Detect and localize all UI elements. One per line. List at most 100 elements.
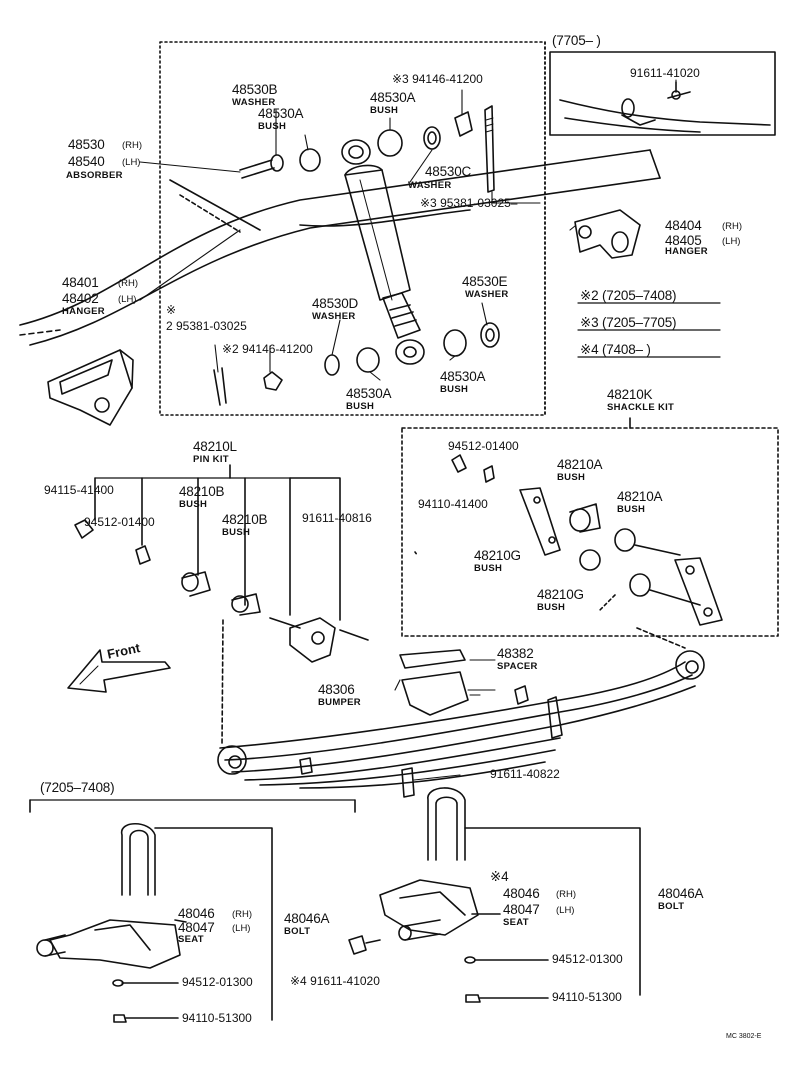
leaf-spring <box>217 649 705 798</box>
part-48530a-3-name: BUSH <box>346 401 375 412</box>
frame-rail <box>19 149 661 346</box>
part-48210a-1: 48210A <box>557 457 603 472</box>
part-48047-side: (LH) <box>232 923 251 934</box>
part-48530d-name: WASHER <box>312 311 356 322</box>
part-48210g-1-name: BUSH <box>474 563 503 574</box>
part-95381-03025-top: ※3 95381-03025– <box>420 196 518 210</box>
part-91611-41020-bottom: ※4 91611-41020 <box>290 974 380 988</box>
legend-rules <box>577 302 721 358</box>
part-48404: 48404 <box>665 218 702 233</box>
part-48540-side: (LH) <box>122 157 141 168</box>
part-48530e-name: WASHER <box>465 289 509 300</box>
part-48401: 48401 <box>62 275 99 290</box>
part-48530-side: (RH) <box>122 140 143 151</box>
part-48306: 48306 <box>318 682 355 697</box>
legend-note-4: ※4 (7408– ) <box>580 342 651 357</box>
part-48210g-2: 48210G <box>537 587 584 602</box>
part-91611-41020-top: 91611-41020 <box>630 66 700 80</box>
part-48047-rh-group-side: (LH) <box>556 905 575 916</box>
part-94146-41200-top: ※3 94146-41200 <box>392 72 483 86</box>
part-48405: 48405 <box>665 233 702 248</box>
part-48046a-rh-name: BOLT <box>658 901 685 912</box>
part-48210k: 48210K <box>607 387 653 402</box>
shock-absorber <box>341 139 425 365</box>
part-48210k-name: SHACKLE KIT <box>607 402 675 413</box>
part-95381-03025-left: 2 95381-03025 <box>166 319 247 333</box>
part-91611-40816: 91611-40816 <box>302 511 372 525</box>
part-48047-lh-group: 48047 <box>178 920 215 935</box>
upper-bushes <box>239 105 495 193</box>
part-48530a-4-name: BUSH <box>440 384 469 395</box>
part-48530a-2-name: BUSH <box>370 105 399 116</box>
rear-hanger <box>574 209 641 259</box>
part-48046-lh-group: 48046 <box>178 906 215 921</box>
part-94512-01300-rh: 94512-01300 <box>552 952 623 966</box>
part-48530a-3: 48530A <box>346 386 392 401</box>
part-48540: 48540 <box>68 154 105 169</box>
part-48046-lh-group-side: (RH) <box>232 909 253 920</box>
illustration-code: MC 3802-E <box>726 1033 762 1040</box>
part-48210b-1: 48210B <box>179 484 225 499</box>
part-94146-41200-low: ※2 94146-41200 <box>222 342 313 356</box>
part-48382-name: SPACER <box>497 661 538 672</box>
shackle-kit-box <box>401 417 779 649</box>
part-48530a-4: 48530A <box>440 369 486 384</box>
part-48210g-2-name: BUSH <box>537 602 566 613</box>
legend-note-3: ※3 (7205–7705) <box>580 315 677 330</box>
part-94512-01400-shackle: 94512-01400 <box>448 439 519 453</box>
late-model-inset <box>549 51 776 136</box>
part-48530a-1-name: BUSH <box>258 121 287 132</box>
part-48530d: 48530D <box>312 296 359 311</box>
part-48530c: 48530C <box>425 164 472 179</box>
lh-seat-group <box>29 799 381 1023</box>
part-48402-side: (LH) <box>118 294 137 305</box>
part-94110-51300-lh: 94110-51300 <box>182 1011 252 1025</box>
note-marker-95381: ※ <box>166 303 177 317</box>
part-48047-rh-group: 48047 <box>503 902 540 917</box>
shock-absorber-box <box>159 41 546 416</box>
front-arrow-icon <box>67 649 171 693</box>
rh-seat-group <box>379 787 641 1003</box>
part-48401-side: (RH) <box>118 278 139 289</box>
part-94512-01300-lh: 94512-01300 <box>182 975 253 989</box>
part-48530e: 48530E <box>462 274 508 289</box>
part-48210l: 48210L <box>193 439 237 454</box>
part-94115-41400: 94115-41400 <box>44 483 114 497</box>
part-48306-name: BUMPER <box>318 697 361 708</box>
part-94512-01400-pin: 94512-01400 <box>84 515 155 529</box>
leaders-top <box>139 79 677 381</box>
part-48046a-rh: 48046A <box>658 886 704 901</box>
part-48210a-2: 48210A <box>617 489 663 504</box>
part-48046-rh-group-side: (RH) <box>556 889 577 900</box>
part-48210g-1: 48210G <box>474 548 521 563</box>
part-48046-rh-group: 48046 <box>503 886 540 901</box>
part-48530-name: ABSORBER <box>66 170 123 181</box>
pin-kit <box>74 464 369 746</box>
note-marker-4: ※4 <box>490 869 509 884</box>
part-48405-side: (LH) <box>722 236 741 247</box>
part-91611-40822: 91611-40822 <box>490 767 560 781</box>
part-48046a-lh: 48046A <box>284 911 330 926</box>
part-48530b: 48530B <box>232 82 278 97</box>
late-model-range: (7705– ) <box>552 33 601 48</box>
front-hanger <box>47 349 134 426</box>
lower-bushes <box>213 322 500 406</box>
part-48046-lh-name: SEAT <box>178 934 204 945</box>
part-48210b-2-name: BUSH <box>222 527 251 538</box>
part-48402: 48402 <box>62 291 99 306</box>
part-94110-41400: 94110-41400 <box>418 497 488 511</box>
part-48530: 48530 <box>68 137 105 152</box>
part-48046-rh-name: SEAT <box>503 917 529 928</box>
part-48530c-name: WASHER <box>408 180 452 191</box>
part-48530a-1: 48530A <box>258 106 304 121</box>
part-48210b-2: 48210B <box>222 512 268 527</box>
part-94110-51300-rh: 94110-51300 <box>552 990 622 1004</box>
part-48404-name: HANGER <box>665 246 708 257</box>
part-48401-name: HANGER <box>62 306 105 317</box>
part-48404-side: (RH) <box>722 221 743 232</box>
part-48210b-1-name: BUSH <box>179 499 208 510</box>
part-48210l-name: PIN KIT <box>193 454 229 465</box>
leaders-bottom <box>394 679 481 696</box>
